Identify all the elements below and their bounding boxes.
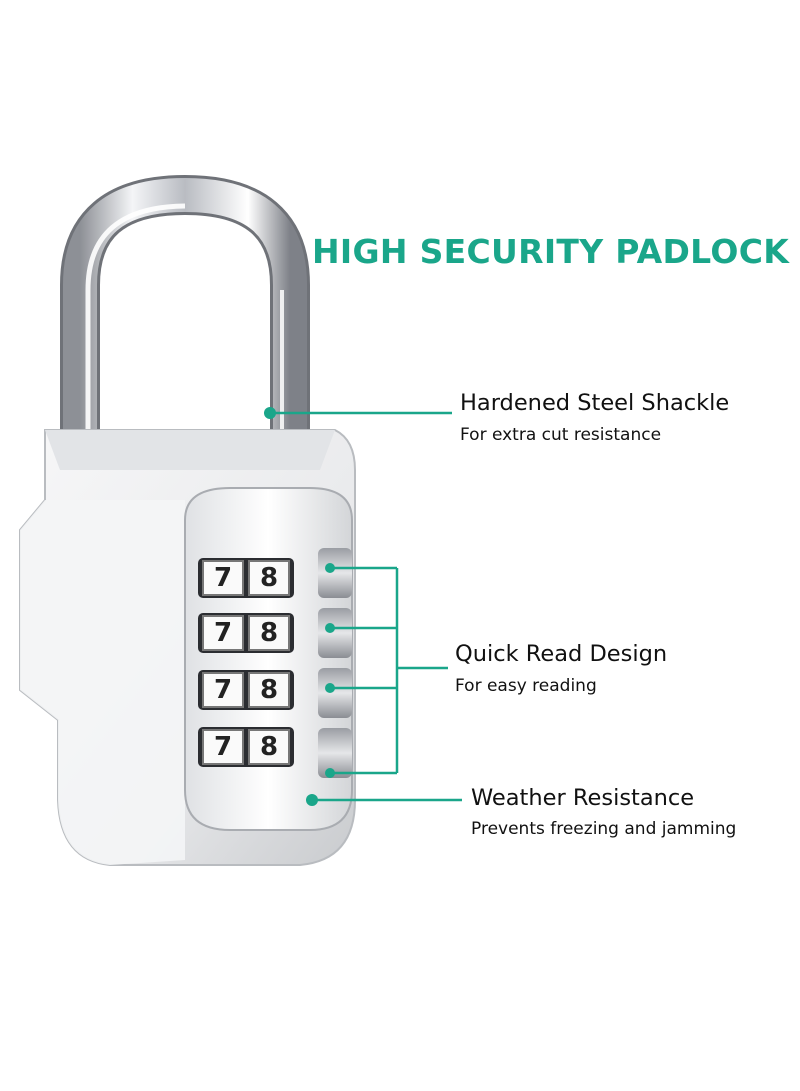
- headline: HIGH SECURITY PADLOCK: [312, 232, 790, 271]
- dial-digit: 8: [248, 615, 290, 651]
- callout-lines: [270, 411, 462, 802]
- feature-subtitle-weather: Prevents freezing and jamming: [471, 819, 737, 839]
- dial-row: 7 8: [202, 729, 290, 765]
- dial-digit: 8: [248, 729, 290, 765]
- dial-digit: 8: [248, 560, 290, 596]
- callout-dots: [264, 407, 335, 806]
- dial-panel: [184, 487, 353, 831]
- dial-row: 7 8: [202, 615, 290, 651]
- dial-wheels: [318, 548, 352, 778]
- dial-digit: 7: [202, 615, 244, 651]
- dial-row: 7 8: [202, 560, 290, 596]
- feature-title-shackle: Hardened Steel Shackle: [460, 390, 730, 416]
- feature-subtitle-shackle: For extra cut resistance: [460, 425, 662, 445]
- dial-digit: 7: [202, 729, 244, 765]
- dial-digit: 7: [202, 672, 244, 708]
- dial-row: 7 8: [202, 672, 290, 708]
- shackle: [60, 174, 310, 470]
- feature-title-weather: Weather Resistance: [471, 785, 695, 811]
- feature-title-quick-read: Quick Read Design: [455, 641, 668, 667]
- dial-digit: 8: [248, 672, 290, 708]
- feature-subtitle-quick-read: For easy reading: [455, 676, 597, 696]
- dial-digit: 7: [202, 560, 244, 596]
